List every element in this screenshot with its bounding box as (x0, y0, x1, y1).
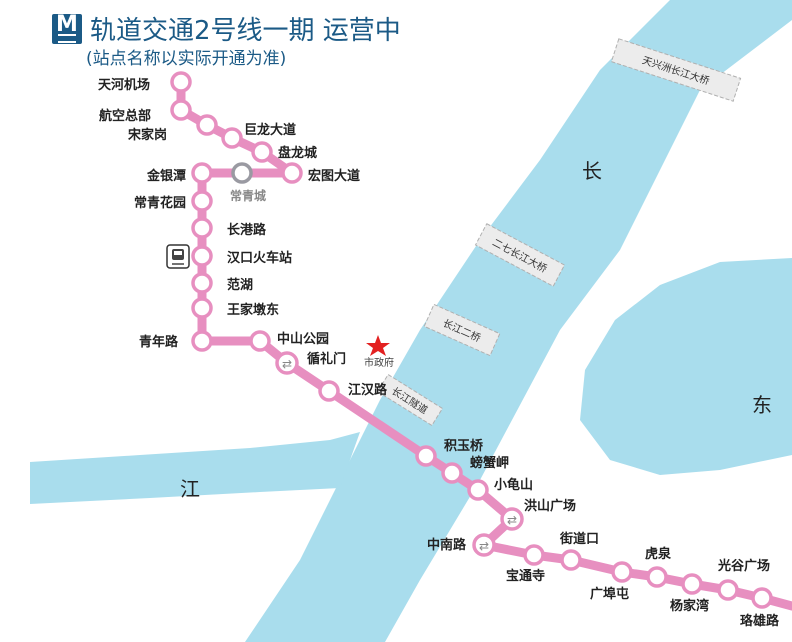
station-label-pangxiejia: 螃蟹岬 (470, 455, 509, 471)
station-zhongnanlu[interactable]: ⇄ 中南路 (427, 533, 496, 557)
station-label-jiedaokou: 街道口 (559, 531, 599, 547)
station-label-hongtu: 宏图大道 (308, 168, 360, 184)
station-guanggu-sq[interactable]: 光谷广场 (717, 558, 770, 601)
station-label-yangjiawan: 杨家湾 (670, 598, 709, 614)
transfer-icon-hongshan: ⇄ (507, 513, 517, 527)
station-label-jinyintan: 金银潭 (146, 168, 186, 184)
station-changqinghuayuan[interactable]: 常青花园 (134, 190, 213, 212)
station-label-guanggu-sq: 光谷广场 (717, 558, 770, 574)
metro-logo-track (58, 34, 76, 43)
station-guangbutun[interactable]: 广埠屯 (590, 561, 633, 602)
station-jianghanlu[interactable]: 江汉路 (318, 380, 388, 402)
station-label-xunlimen: 循礼门 (307, 351, 346, 367)
railway-station-icon (166, 244, 190, 269)
station-label-wangjiadun: 王家墩东 (227, 302, 279, 318)
station-yangjiawan[interactable]: 杨家湾 (670, 573, 709, 614)
station-hangkong[interactable]: 航空总部 (99, 99, 192, 124)
station-wangjiadun[interactable]: 王家墩东 (191, 297, 279, 319)
station-hongtu[interactable]: 宏图大道 (281, 162, 360, 184)
station-huquan[interactable]: 虎泉 (645, 546, 672, 588)
station-label-qingnianlu: 青年路 (139, 334, 179, 350)
metro-logo-letter: M (56, 12, 78, 37)
station-hankou-rail[interactable]: 汉口火车站 (191, 245, 292, 267)
metro-logo-icon: M (52, 12, 82, 44)
station-fanhu[interactable]: 范湖 (191, 272, 253, 294)
station-changganglu[interactable]: 长港路 (191, 217, 267, 239)
station-qingnianlu[interactable]: 青年路 (139, 330, 213, 352)
station-label-zhongshan-park: 中山公园 (277, 331, 329, 347)
station-label-guangbutun: 广埠屯 (590, 586, 629, 602)
station-label-changqinghuayuan: 常青花园 (134, 195, 186, 211)
station-jiyuqiao[interactable]: 积玉桥 (415, 438, 484, 467)
station-label-changganglu: 长港路 (227, 222, 267, 238)
line-2-extension (769, 599, 792, 607)
station-julong[interactable]: 巨龙大道 (221, 122, 296, 149)
station-jinyintan[interactable]: 金银潭 (146, 162, 213, 184)
east-lake (580, 258, 792, 475)
page-title: 轨道交通2号线一期 运营中 (90, 16, 401, 46)
station-label-baotongsi: 宝通寺 (506, 568, 545, 584)
station-label-huquan: 虎泉 (645, 546, 672, 562)
station-hongshan-sq[interactable]: ⇄ 洪山广场 (500, 498, 576, 531)
yangtze-river (245, 0, 792, 642)
station-xunlimen[interactable]: ⇄ 循礼门 (275, 351, 346, 375)
transfer-icon-zhongnanlu: ⇄ (479, 539, 489, 553)
station-baotongsi[interactable]: 宝通寺 (506, 544, 545, 584)
station-label-jianghanlu: 江汉路 (348, 382, 388, 398)
station-label-panlongcheng: 盘龙城 (278, 145, 317, 161)
station-label-luoxionglu: 珞雄路 (740, 613, 780, 629)
station-xiaoguishan[interactable]: 小龟山 (467, 477, 533, 501)
station-label-jiyuqiao: 积玉桥 (444, 438, 484, 454)
page-subtitle: (站点名称以实际开通为准) (86, 49, 287, 69)
river-label-chang: 长 (582, 159, 602, 183)
station-label-xiaoguishan: 小龟山 (494, 477, 533, 493)
government-star-icon (366, 335, 390, 356)
station-label-julong: 巨龙大道 (244, 122, 296, 138)
station-zhongshan-park[interactable]: 中山公园 (249, 330, 329, 352)
station-label-tianhe-airport: 天河机场 (98, 77, 150, 93)
station-label-hongshan-sq: 洪山广场 (524, 498, 576, 514)
station-label-hankou-rail: 汉口火车站 (227, 250, 292, 266)
station-panlongcheng[interactable]: 盘龙城 (251, 141, 317, 163)
station-label-zhongnanlu: 中南路 (427, 537, 467, 553)
hanjiang-river (30, 432, 360, 504)
station-label-fanhu: 范湖 (227, 277, 253, 293)
station-tianhe-airport[interactable]: 天河机场 (98, 71, 192, 93)
station-label-songjiagang: 宋家岗 (127, 127, 167, 143)
station-changqingcheng[interactable]: 常青城 (230, 162, 266, 203)
station-label-changqingcheng: 常青城 (230, 188, 266, 203)
station-label-hangkong: 航空总部 (99, 108, 151, 124)
station-songjiagang[interactable]: 宋家岗 (127, 114, 218, 143)
government-label: 市政府 (364, 356, 394, 369)
river-label-jiang: 江 (180, 477, 200, 501)
river-label-dong: 东 (752, 393, 772, 417)
station-pangxiejia[interactable]: 螃蟹岬 (441, 455, 509, 484)
station-jiedaokou[interactable]: 街道口 (559, 531, 599, 571)
transfer-icon-xunlimen: ⇄ (282, 357, 292, 371)
station-luoxionglu[interactable]: 珞雄路 (740, 587, 780, 629)
